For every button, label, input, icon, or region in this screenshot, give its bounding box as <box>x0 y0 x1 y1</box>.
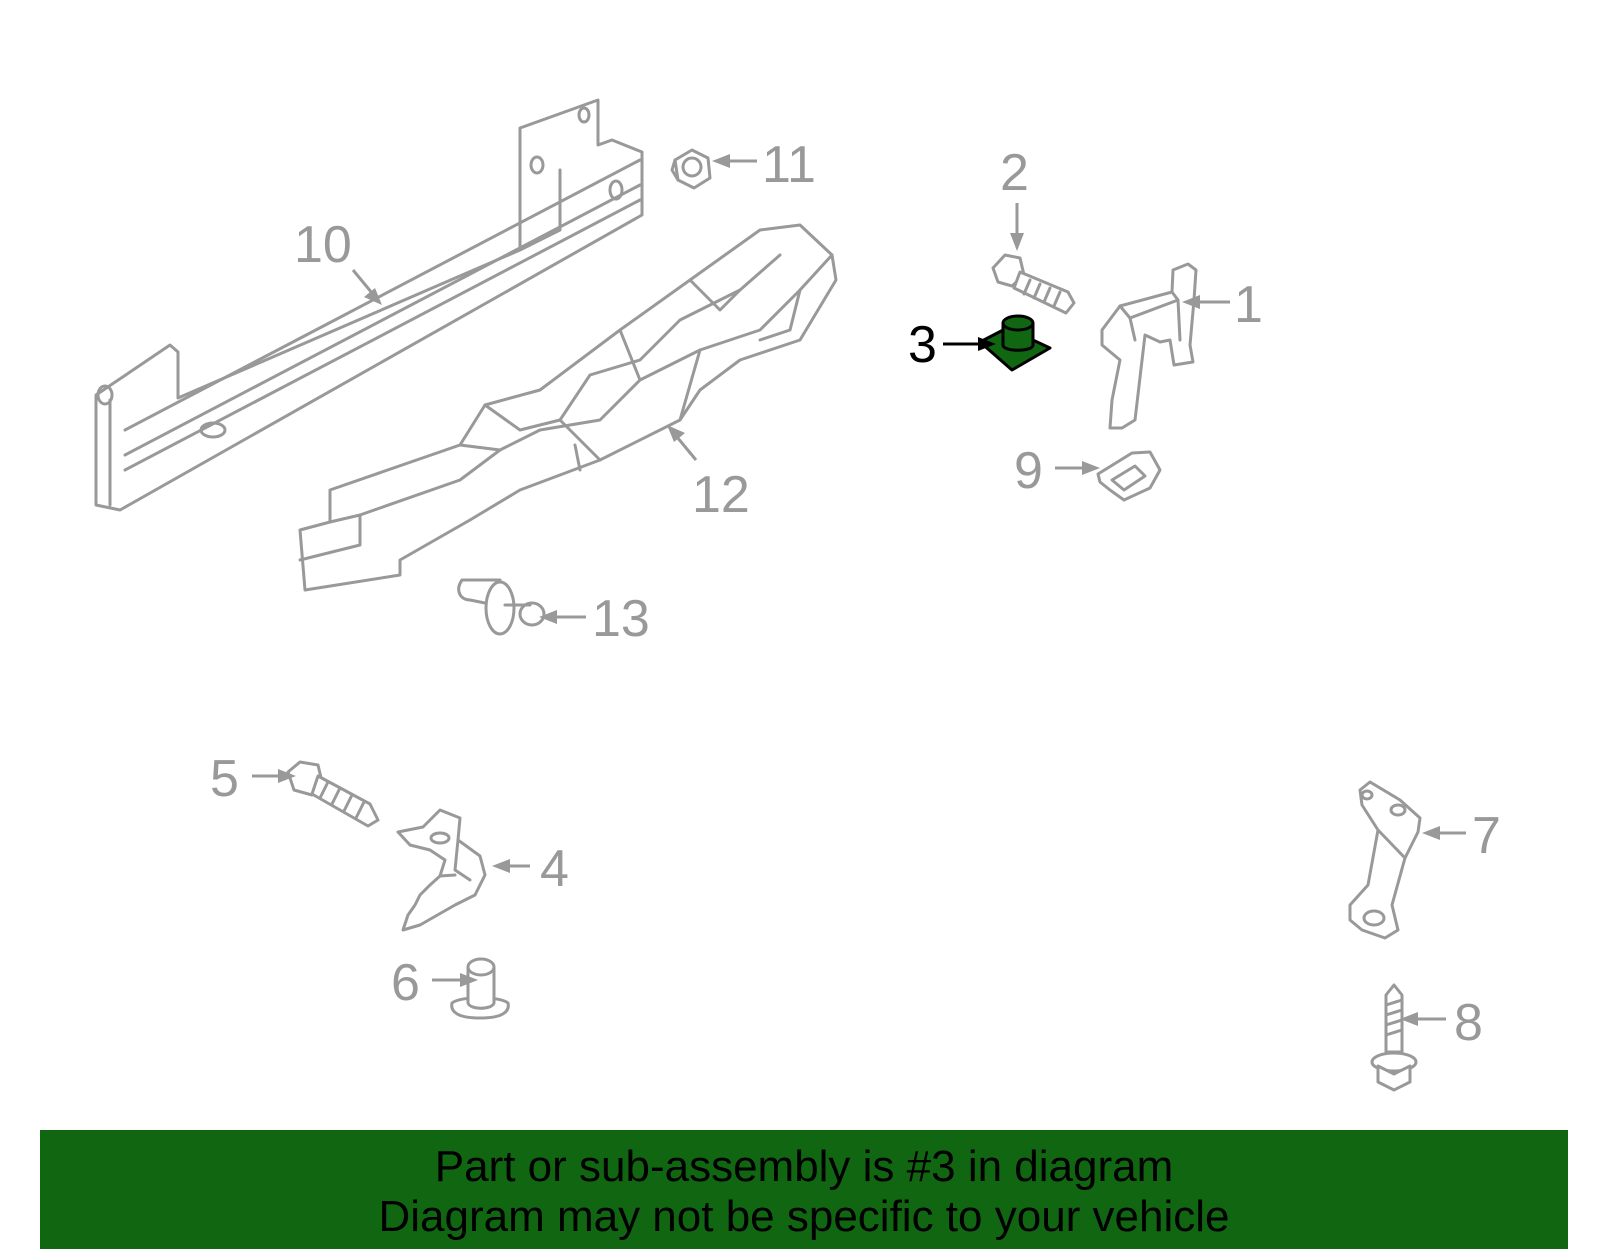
part-10-reinforcement-beam <box>94 98 644 512</box>
callout-6: 6 <box>391 954 420 1012</box>
callout-4: 4 <box>540 840 569 898</box>
part-2-bolt <box>991 253 1076 315</box>
part-3-retainer-highlighted <box>978 314 1052 372</box>
callout-9: 9 <box>1014 442 1043 500</box>
callout-arrows <box>252 154 1466 1026</box>
banner-line-2: Diagram may not be specific to your vehi… <box>378 1192 1230 1241</box>
part-1-bracket <box>1100 262 1198 430</box>
part-7-bracket <box>1348 780 1422 940</box>
parts-diagram: 1 2 3 4 5 6 7 8 9 10 11 12 13 <box>94 98 1501 1092</box>
part-6-push-pin <box>450 957 510 1020</box>
part-5-bolt <box>286 760 380 828</box>
callout-1: 1 <box>1234 276 1263 334</box>
callout-10: 10 <box>294 216 352 274</box>
part-8-bolt <box>1370 983 1418 1092</box>
banner-line-1: Part or sub-assembly is #3 in diagram <box>434 1142 1174 1191</box>
info-banner: Part or sub-assembly is #3 in diagram Di… <box>40 1130 1568 1249</box>
part-11-nut <box>670 148 712 190</box>
callout-12: 12 <box>692 466 750 524</box>
callout-13: 13 <box>592 590 650 648</box>
part-4-bracket <box>396 808 487 932</box>
callout-7: 7 <box>1472 807 1501 865</box>
callout-11: 11 <box>762 136 816 194</box>
callout-8: 8 <box>1454 994 1483 1052</box>
callout-2: 2 <box>1000 144 1029 202</box>
part-12-energy-absorber <box>298 223 838 592</box>
callout-5: 5 <box>210 750 239 808</box>
callout-labels: 1 2 3 4 5 6 7 8 9 10 11 12 13 <box>210 136 1501 1052</box>
callout-3-highlighted: 3 <box>908 316 937 374</box>
part-13-push-pin <box>457 578 546 636</box>
part-9-clip <box>1096 450 1162 502</box>
